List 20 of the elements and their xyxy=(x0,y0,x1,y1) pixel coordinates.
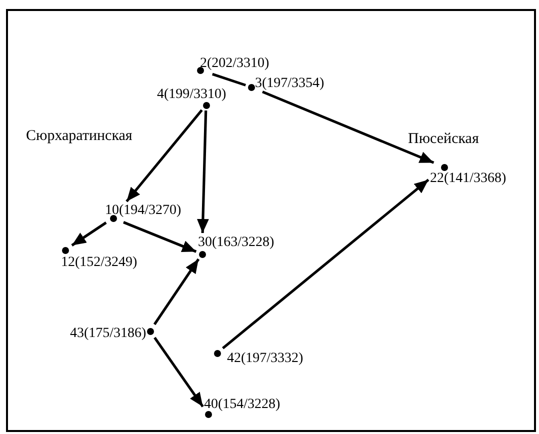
area-name: Пюсейская xyxy=(408,131,479,147)
arrow xyxy=(262,90,434,164)
arrow xyxy=(153,258,200,326)
point-label: 2(202/3310) xyxy=(196,56,270,74)
arrow xyxy=(196,110,209,234)
point-label: 22(141/3368) xyxy=(430,164,506,186)
arrow xyxy=(222,178,430,350)
area-name: Сюрхаратинская xyxy=(26,128,132,144)
arrow xyxy=(126,109,203,202)
point-label: 42(197/3332) xyxy=(214,350,304,366)
arrow xyxy=(71,222,107,246)
point-label: 40(154/3228) xyxy=(204,397,280,418)
point-label: 30(163/3228) xyxy=(198,235,274,258)
point-label: 10(194/3270) xyxy=(105,203,182,222)
point-label: 3(197/3354) xyxy=(248,76,324,91)
point-label: 4(199/3310) xyxy=(157,87,226,108)
arrow xyxy=(154,336,204,408)
arrow xyxy=(123,221,197,253)
point-label: 43(175/3186) xyxy=(70,326,154,341)
point-label: 12(152/3249) xyxy=(61,246,138,270)
